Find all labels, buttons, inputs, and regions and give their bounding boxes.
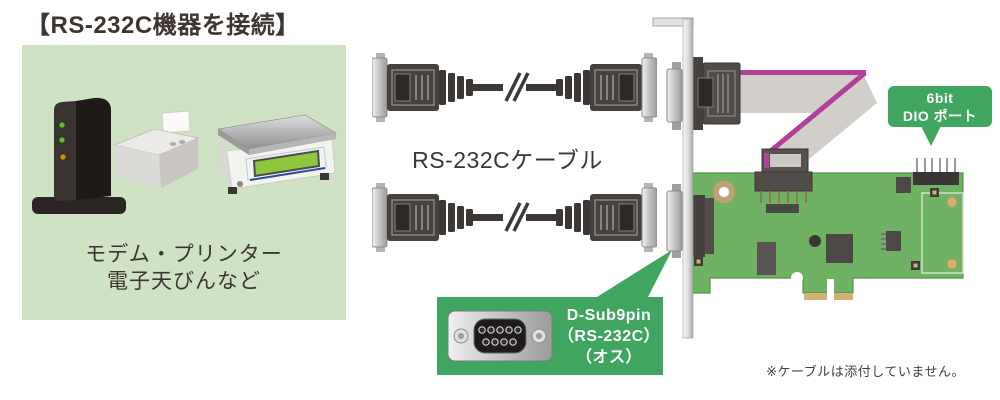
cable-left-connector — [372, 183, 473, 252]
device-caption: モデム・プリンター 電子天びんなど — [22, 241, 346, 295]
cable-left-connector — [372, 53, 473, 122]
dio-callout-line2: DIO ポート — [902, 108, 978, 124]
cable-wire-with-break — [473, 72, 556, 102]
electronic-balance-illustration — [217, 114, 337, 194]
modem-tower-illustration — [32, 97, 126, 214]
dsub-callout-arrow — [597, 250, 672, 297]
card-top-dsub-connector — [693, 57, 741, 130]
dsub-face-top — [666, 62, 683, 130]
ribbon-cable — [740, 70, 877, 203]
cable-right-connector — [556, 183, 657, 252]
device-caption-line1: モデム・プリンター — [85, 243, 283, 266]
dsub9-male-connector-icon — [447, 310, 553, 362]
bracket — [652, 17, 694, 339]
connected-devices-illustration — [32, 97, 337, 214]
device-caption-line2: 電子天びんなど — [107, 270, 261, 293]
device-panel: モデム・プリンター 電子天びんなど — [22, 45, 346, 320]
dsub-callout-line3: （オス） — [575, 348, 642, 366]
dio-pin-header — [913, 158, 959, 185]
dio-callout-line1: 6bit — [926, 90, 954, 106]
pcb-board — [692, 158, 964, 301]
page-title: 【RS-232C機器を接続】 — [26, 12, 300, 39]
note-text: ※ケーブルは添付していません。 — [766, 364, 965, 379]
cable-wire-with-break — [473, 202, 556, 232]
dsub9-pins — [478, 326, 522, 346]
interface-card-illustration — [652, 17, 964, 339]
rs232c-cable-top-illustration — [372, 53, 657, 122]
dsub-face-bottom — [666, 184, 683, 258]
cable-label: RS-232Cケーブル — [412, 147, 603, 173]
dsub-callout-label: D-Sub9pin （RS-232C） （オス） — [555, 305, 663, 368]
cable-right-connector — [556, 53, 657, 122]
dsub-callout-line1: D-Sub9pin — [566, 306, 652, 324]
dsub-callout-line2: （RS-232C） — [557, 327, 661, 345]
dsub9pin-callout: D-Sub9pin （RS-232C） （オス） — [437, 297, 663, 375]
dio-port-callout: 6bit DIO ポート — [888, 86, 992, 127]
rs232c-cable-bottom-illustration — [372, 183, 657, 252]
card-bottom-dsub-connector — [693, 195, 714, 257]
gold-pad — [694, 188, 939, 270]
dio-callout-pointer — [921, 126, 941, 146]
receipt-printer-illustration — [112, 110, 200, 188]
